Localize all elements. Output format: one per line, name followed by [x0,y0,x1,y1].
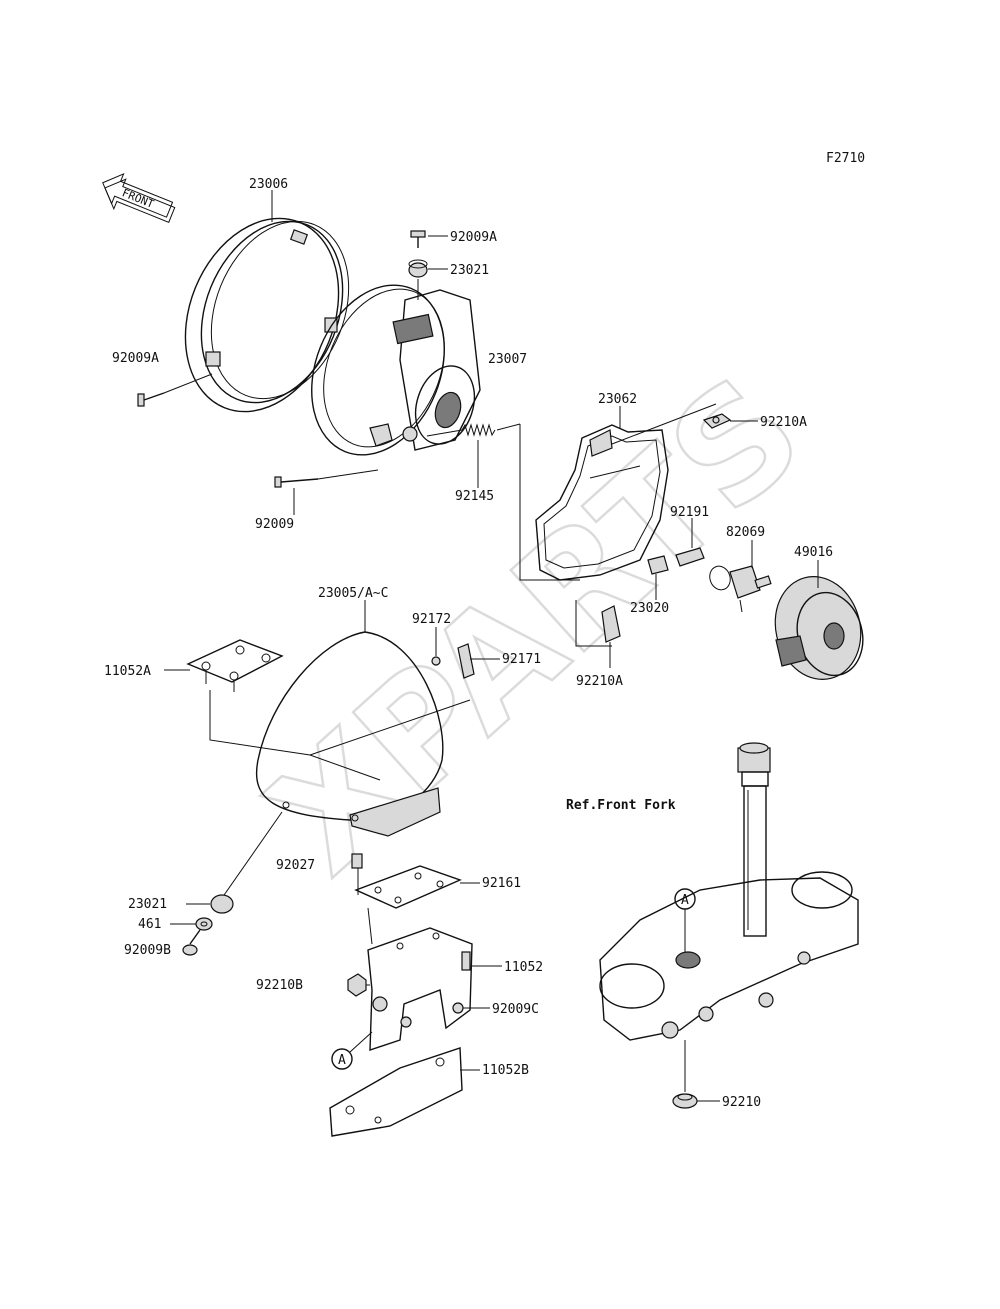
marker-a-left: A [331,1031,373,1070]
label-49016: 49016 [794,545,833,560]
label-92161: 92161 [482,876,521,891]
headlight-unit-23007 [311,284,481,456]
grommet-23021-top [408,259,428,278]
clip-92210A-top [702,413,732,429]
label-82069: 82069 [726,525,765,540]
marker-a-left-text: A [338,1053,346,1068]
leader-92145-a [426,429,463,437]
leader-92009A-left [163,373,213,394]
label-11052B: 11052B [482,1063,529,1078]
label-92009B: 92009B [124,943,171,958]
leader-92027 [221,811,283,899]
screw-92009A-left [137,392,165,407]
leader-92009 [317,469,379,480]
nut-92210B [347,973,367,997]
label-92145: 92145 [455,489,494,504]
marker-a-fork-text: A [681,893,689,908]
label-23020: 23020 [630,601,669,616]
label-11052A: 11052A [104,664,151,679]
screw-92009B [182,929,201,956]
housing-23062 [535,424,669,581]
boot-49016 [774,576,864,680]
label-92210: 92210 [722,1095,761,1110]
triple-clamp [599,871,859,1041]
label-92191: 92191 [670,505,709,520]
leader-23005-c [309,699,471,756]
watermark-text: XPARTS [238,344,835,906]
washer-461 [195,917,213,931]
label-23021-bottom: 23021 [128,897,167,912]
leader-92161-stack [367,907,373,945]
label-23005: 23005/A~C [318,586,388,601]
label-92027: 92027 [276,858,315,873]
grommet-23021-bottom [210,894,234,914]
screw-92172 [431,656,441,666]
nut-92210 [672,1093,698,1109]
label-461: 461 [138,917,161,932]
front-arrow-icon: FRONT [102,172,176,224]
pin-92191 [675,547,705,567]
bracket-11052B [329,1047,463,1137]
leader-23005-b [209,690,381,781]
label-23007: 23007 [488,352,527,367]
headlight-rim-23006 [184,217,350,413]
damper-plate-92161 [354,865,462,909]
bracket-11052 [367,927,473,1051]
label-23021-top: 23021 [450,263,489,278]
label-92009C: 92009C [492,1002,539,1017]
front-label: FRONT [120,186,156,211]
spring-92145 [461,423,496,437]
socket-23020 [647,555,669,575]
marker-a-fork: A [674,888,696,952]
label-92009: 92009 [255,517,294,532]
reference-text: Ref.Front Fork [566,798,676,813]
bolt-92009C [452,1002,464,1014]
steering-stem [737,742,771,937]
label-92172: 92172 [412,612,451,627]
label-92210B: 92210B [256,978,303,993]
label-23062: 23062 [598,392,637,407]
screw-92009A-top [410,230,426,248]
screw-92009 [274,476,319,488]
headlight-shell-23005 [256,631,444,837]
clip-92210A-bottom [601,605,621,643]
leader-23062-b [611,403,717,445]
clamp-92171 [457,643,475,679]
collar-92027 [351,853,363,869]
label-11052: 11052 [504,960,543,975]
bulb-82069 [709,565,772,613]
label-92210A-top: 92210A [760,415,807,430]
label-92210A-bottom: 92210A [576,674,623,689]
leader-92145-b [496,423,521,431]
label-92009A-top: 92009A [450,230,497,245]
figure-code: F2710 [826,151,865,166]
label-92009A-left: 92009A [112,351,159,366]
leader-92210A-bottom-a [575,600,612,647]
bracket-plate-11052A [186,639,284,692]
label-23006: 23006 [249,177,288,192]
label-92171: 92171 [502,652,541,667]
